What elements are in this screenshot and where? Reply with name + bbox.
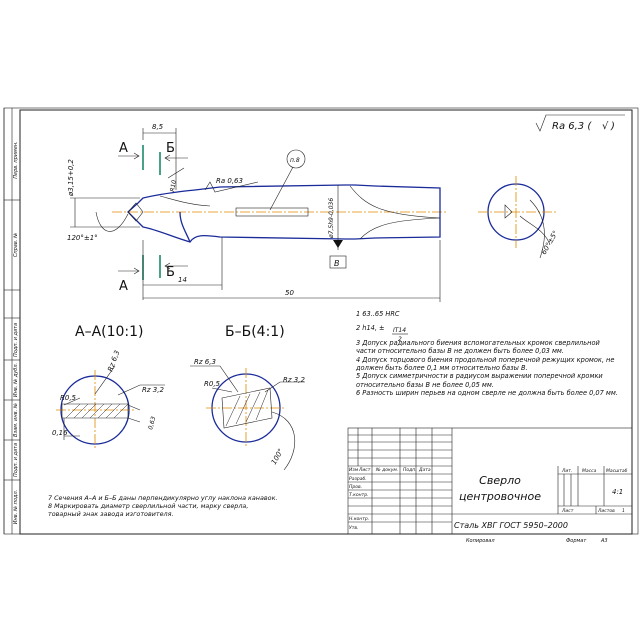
section-mark-a-bottom: А	[119, 279, 128, 294]
section-bb-hatch	[225, 389, 269, 427]
bb-rz32: Rz 3,2	[283, 376, 305, 384]
part-name-line2: центровочное	[459, 490, 541, 503]
row-tcontrol: Т.контр.	[349, 492, 369, 498]
note-7: 7 Сечения А–А и Б–Б даны перпендикулярно…	[48, 494, 278, 502]
drill-end-view: 60°±5°	[478, 176, 560, 259]
aa-r05: R0,5	[60, 394, 77, 402]
row-developer: Разраб.	[349, 476, 367, 482]
roughness-ra063: Ra 0,63	[216, 177, 243, 185]
aa-d063: 0,63	[147, 416, 157, 431]
general-roughness: Ra 6,3 ( √ )	[535, 114, 625, 132]
format-label: Формат	[566, 538, 587, 544]
row-approved: Утв.	[349, 525, 358, 531]
section-aa-hatch	[65, 403, 129, 419]
side-stamp: Перв. примен. Справ. № Подп. и дата Инв.…	[3, 108, 20, 534]
technical-notes: 1 63..65 HRC 2 h14, ± 3 Допуск радиально…	[356, 310, 618, 398]
sheet-label: Лист	[561, 508, 574, 514]
drill-outline	[127, 184, 441, 243]
dim-8-5: 8,5	[152, 123, 164, 131]
roughness-close: )	[610, 121, 615, 132]
scale-label: Масштаб	[606, 468, 628, 474]
sheets-label: Листов	[597, 508, 615, 514]
bb-rz63: Rz 6,3	[194, 358, 216, 366]
col-sheet: Лист	[358, 467, 371, 473]
section-mark-b-top: Б	[166, 141, 175, 156]
col-change: Изм	[349, 467, 359, 473]
aa-rz63: Rz 6,3	[106, 349, 121, 372]
roughness-text: Ra 6,3 (	[552, 121, 592, 132]
drill-tip	[127, 202, 144, 222]
bb-angle-100: 100°	[270, 447, 285, 466]
stamp-label: Перв. примен.	[13, 141, 19, 179]
material: Сталь ХВГ ГОСТ 5950–2000	[454, 521, 568, 530]
section-mark-a-top: А	[119, 141, 128, 156]
col-doc: № докум.	[375, 467, 398, 473]
format-value: А3	[600, 538, 608, 544]
flute-curve	[159, 195, 211, 207]
col-sign: Подп.	[403, 467, 417, 473]
note-2: 2 h14, ±	[356, 324, 385, 333]
marking-area	[235, 207, 309, 217]
inner-frame	[19, 109, 633, 535]
section-aa-title: А–А(10:1)	[75, 324, 144, 340]
note-8: 8 Маркировать диаметр сверлильной части,…	[48, 502, 249, 510]
section-bb: Б–Б(4:1) Rz 6,3 Rz 3,2 R0,5 100°	[190, 324, 305, 471]
note-6: 6 Разность ширин перьев на одном сверле …	[356, 389, 618, 398]
note-callout	[286, 149, 306, 169]
it-denominator: 2	[398, 336, 402, 343]
note-8-cont: товарный знак завода изготовителя.	[48, 510, 174, 518]
roughness-check: √	[602, 121, 609, 132]
note-3: 3 Допуск радиального биения вспомогатель…	[356, 338, 600, 356]
sheets-value: 1	[622, 508, 625, 514]
stamp-label: Взам. инв. №	[13, 403, 19, 437]
row-checker: Пров.	[349, 484, 362, 490]
bottom-notes: 7 Сечения А–А и Б–Б даны перпендикулярно…	[48, 494, 348, 518]
note-4: 4 Допуск торцового биения продольной поп…	[356, 355, 615, 373]
section-aa: А–А(10:1) Rz 6,3 Rz 3,2 R0,5 0,16 0,63	[52, 324, 165, 450]
note-callout-text: п.8	[290, 157, 300, 164]
dim-tip-angle: 120°±1°	[67, 234, 98, 242]
aa-rz32: Rz 3,2	[142, 386, 164, 394]
flute-line	[179, 211, 191, 243]
bb-r05: R0,5	[204, 380, 221, 388]
it-numerator: IT14	[393, 327, 406, 334]
scale-value: 4:1	[612, 488, 623, 496]
dim-main-diameter: ø7,5h9-0,036	[328, 198, 335, 239]
dim-r10: R10	[169, 179, 178, 192]
section-bb-title: Б–Б(4:1)	[225, 324, 285, 340]
title-block: Изм Лист № докум. Подп. Дата Разраб. Про…	[347, 427, 633, 535]
datum-box	[329, 255, 347, 269]
section-mark-b-bottom: Б	[166, 265, 175, 280]
drill-main-view: А А Б Б 8,5 ø3,15+0,2 120°±1° R10 Ra 0,6…	[67, 123, 448, 302]
stamp-label: Инв. № подл.	[13, 490, 19, 525]
note-5: 5 Допуск симметричности в радиусом выраж…	[356, 372, 603, 389]
stamp-label: Подп. и дата	[13, 443, 19, 477]
col-date: Дата	[418, 467, 431, 473]
aa-d016: 0,16	[52, 429, 68, 437]
stamp-label: Справ. №	[13, 233, 19, 257]
note-1: 1 63..65 HRC	[356, 310, 400, 318]
row-ncontrol: Н.контр.	[349, 516, 369, 522]
datum-label: В	[334, 259, 340, 268]
dim-tip-diameter: ø3,15+0,2	[67, 159, 75, 197]
dim-50: 50	[285, 289, 294, 297]
copied-label: Копировал	[466, 538, 495, 544]
dim-14: 14	[178, 276, 187, 284]
mass-label: Масса	[582, 468, 597, 474]
lit-label: Лит.	[561, 468, 572, 474]
part-name-line1: Сверло	[479, 474, 521, 487]
stamp-label: Инв. № дубл.	[13, 363, 19, 397]
stamp-label: Подп. и дата	[13, 323, 19, 357]
